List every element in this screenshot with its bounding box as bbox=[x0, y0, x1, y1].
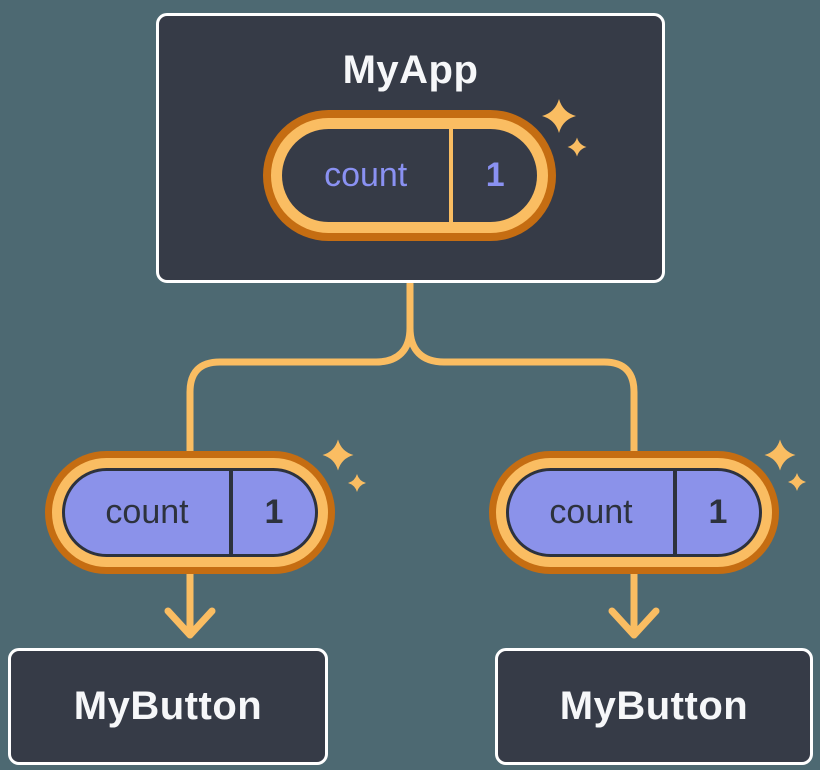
prop-value: 1 bbox=[708, 493, 728, 531]
myapp-card: MyApp count 1 bbox=[156, 13, 665, 283]
pill-divider bbox=[673, 471, 677, 554]
mybutton-card-right: MyButton bbox=[495, 648, 813, 765]
mybutton-card-left: MyButton bbox=[8, 648, 328, 765]
prop-pill-right: count 1 bbox=[489, 451, 779, 574]
state-pill-core: count 1 bbox=[282, 129, 537, 222]
sparkle-icon bbox=[542, 99, 587, 157]
arrowhead-right-icon bbox=[608, 607, 660, 639]
prop-pill-ring: count 1 bbox=[52, 458, 328, 567]
state-label: count bbox=[324, 156, 408, 194]
prop-pill-core: count 1 bbox=[62, 468, 318, 557]
state-pill: count 1 bbox=[263, 110, 556, 241]
state-value: 1 bbox=[485, 156, 505, 194]
prop-label: count bbox=[549, 493, 633, 531]
connector-right-branch bbox=[406, 280, 638, 637]
component-title: MyApp bbox=[342, 48, 479, 92]
prop-pill-left: count 1 bbox=[45, 451, 335, 574]
prop-label: count bbox=[105, 493, 189, 531]
prop-pill-ring: count 1 bbox=[496, 458, 772, 567]
component-title: MyButton bbox=[559, 684, 749, 728]
connector-left-branch bbox=[186, 280, 414, 637]
state-pill-ring: count 1 bbox=[271, 118, 548, 233]
pill-divider bbox=[229, 471, 233, 554]
pill-divider bbox=[449, 129, 454, 222]
arrowhead-left-icon bbox=[164, 607, 216, 639]
component-title: MyButton bbox=[73, 684, 263, 728]
prop-pill-core: count 1 bbox=[506, 468, 762, 557]
sparkle-icon bbox=[322, 439, 366, 492]
sparkle-icon bbox=[764, 439, 806, 491]
prop-value: 1 bbox=[264, 493, 284, 531]
